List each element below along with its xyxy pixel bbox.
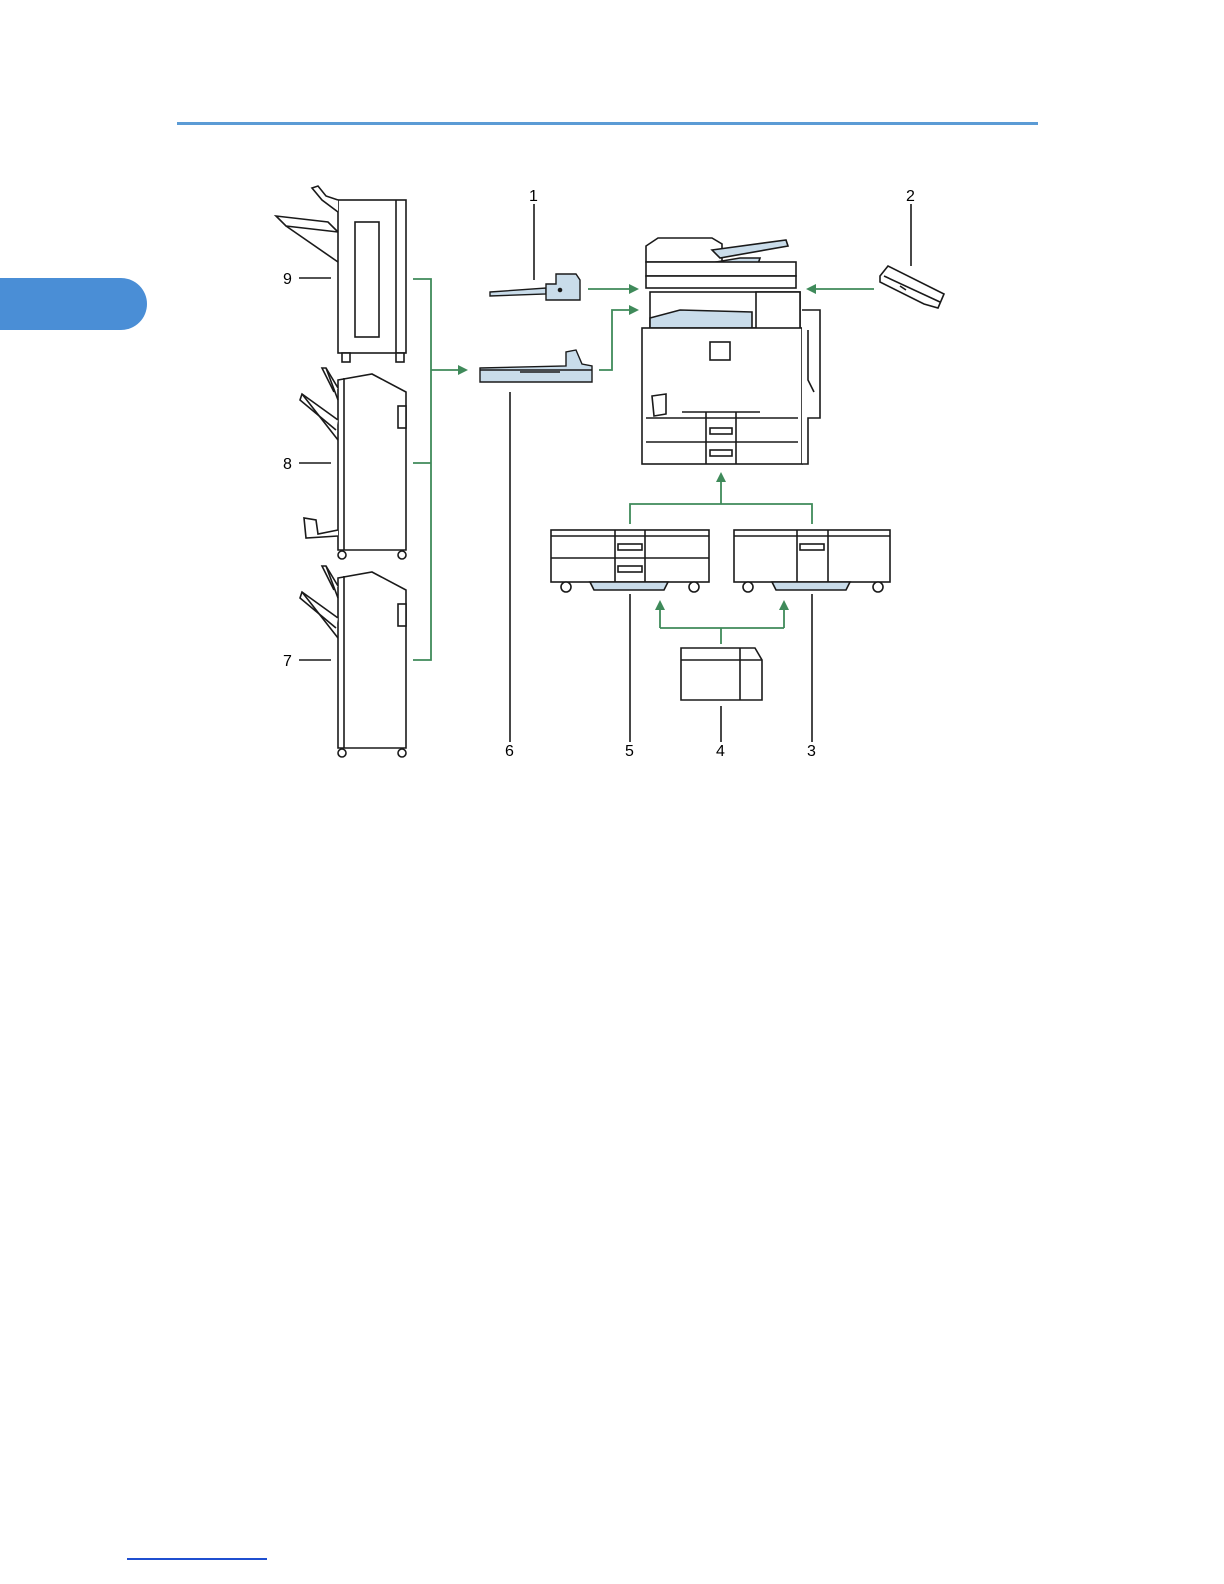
footer-rule [127, 1558, 267, 1560]
callout-6: 6 [505, 743, 514, 760]
paper-feed-unit-5 [551, 530, 709, 592]
callout-4: 4 [716, 743, 725, 760]
bridge-unit-6 [480, 350, 592, 382]
finisher-9 [276, 186, 406, 362]
finisher-bracket [413, 279, 466, 660]
handset-2 [880, 266, 944, 308]
callout-8: 8 [283, 456, 292, 473]
bridge-arrow [599, 310, 637, 370]
caster-table-4 [681, 648, 762, 700]
tray-unit-1 [490, 274, 580, 300]
caster-table-bracket [660, 602, 784, 644]
callout-5: 5 [625, 743, 634, 760]
callout-2: 2 [906, 188, 915, 205]
finisher-7 [300, 566, 406, 757]
callout-1: 1 [529, 188, 538, 205]
callout-3: 3 [807, 743, 816, 760]
paper-feed-bracket [630, 474, 812, 524]
callout-7: 7 [283, 653, 292, 670]
large-capacity-tray-3 [734, 530, 890, 592]
main-unit [642, 238, 820, 464]
callout-9: 9 [283, 271, 292, 288]
